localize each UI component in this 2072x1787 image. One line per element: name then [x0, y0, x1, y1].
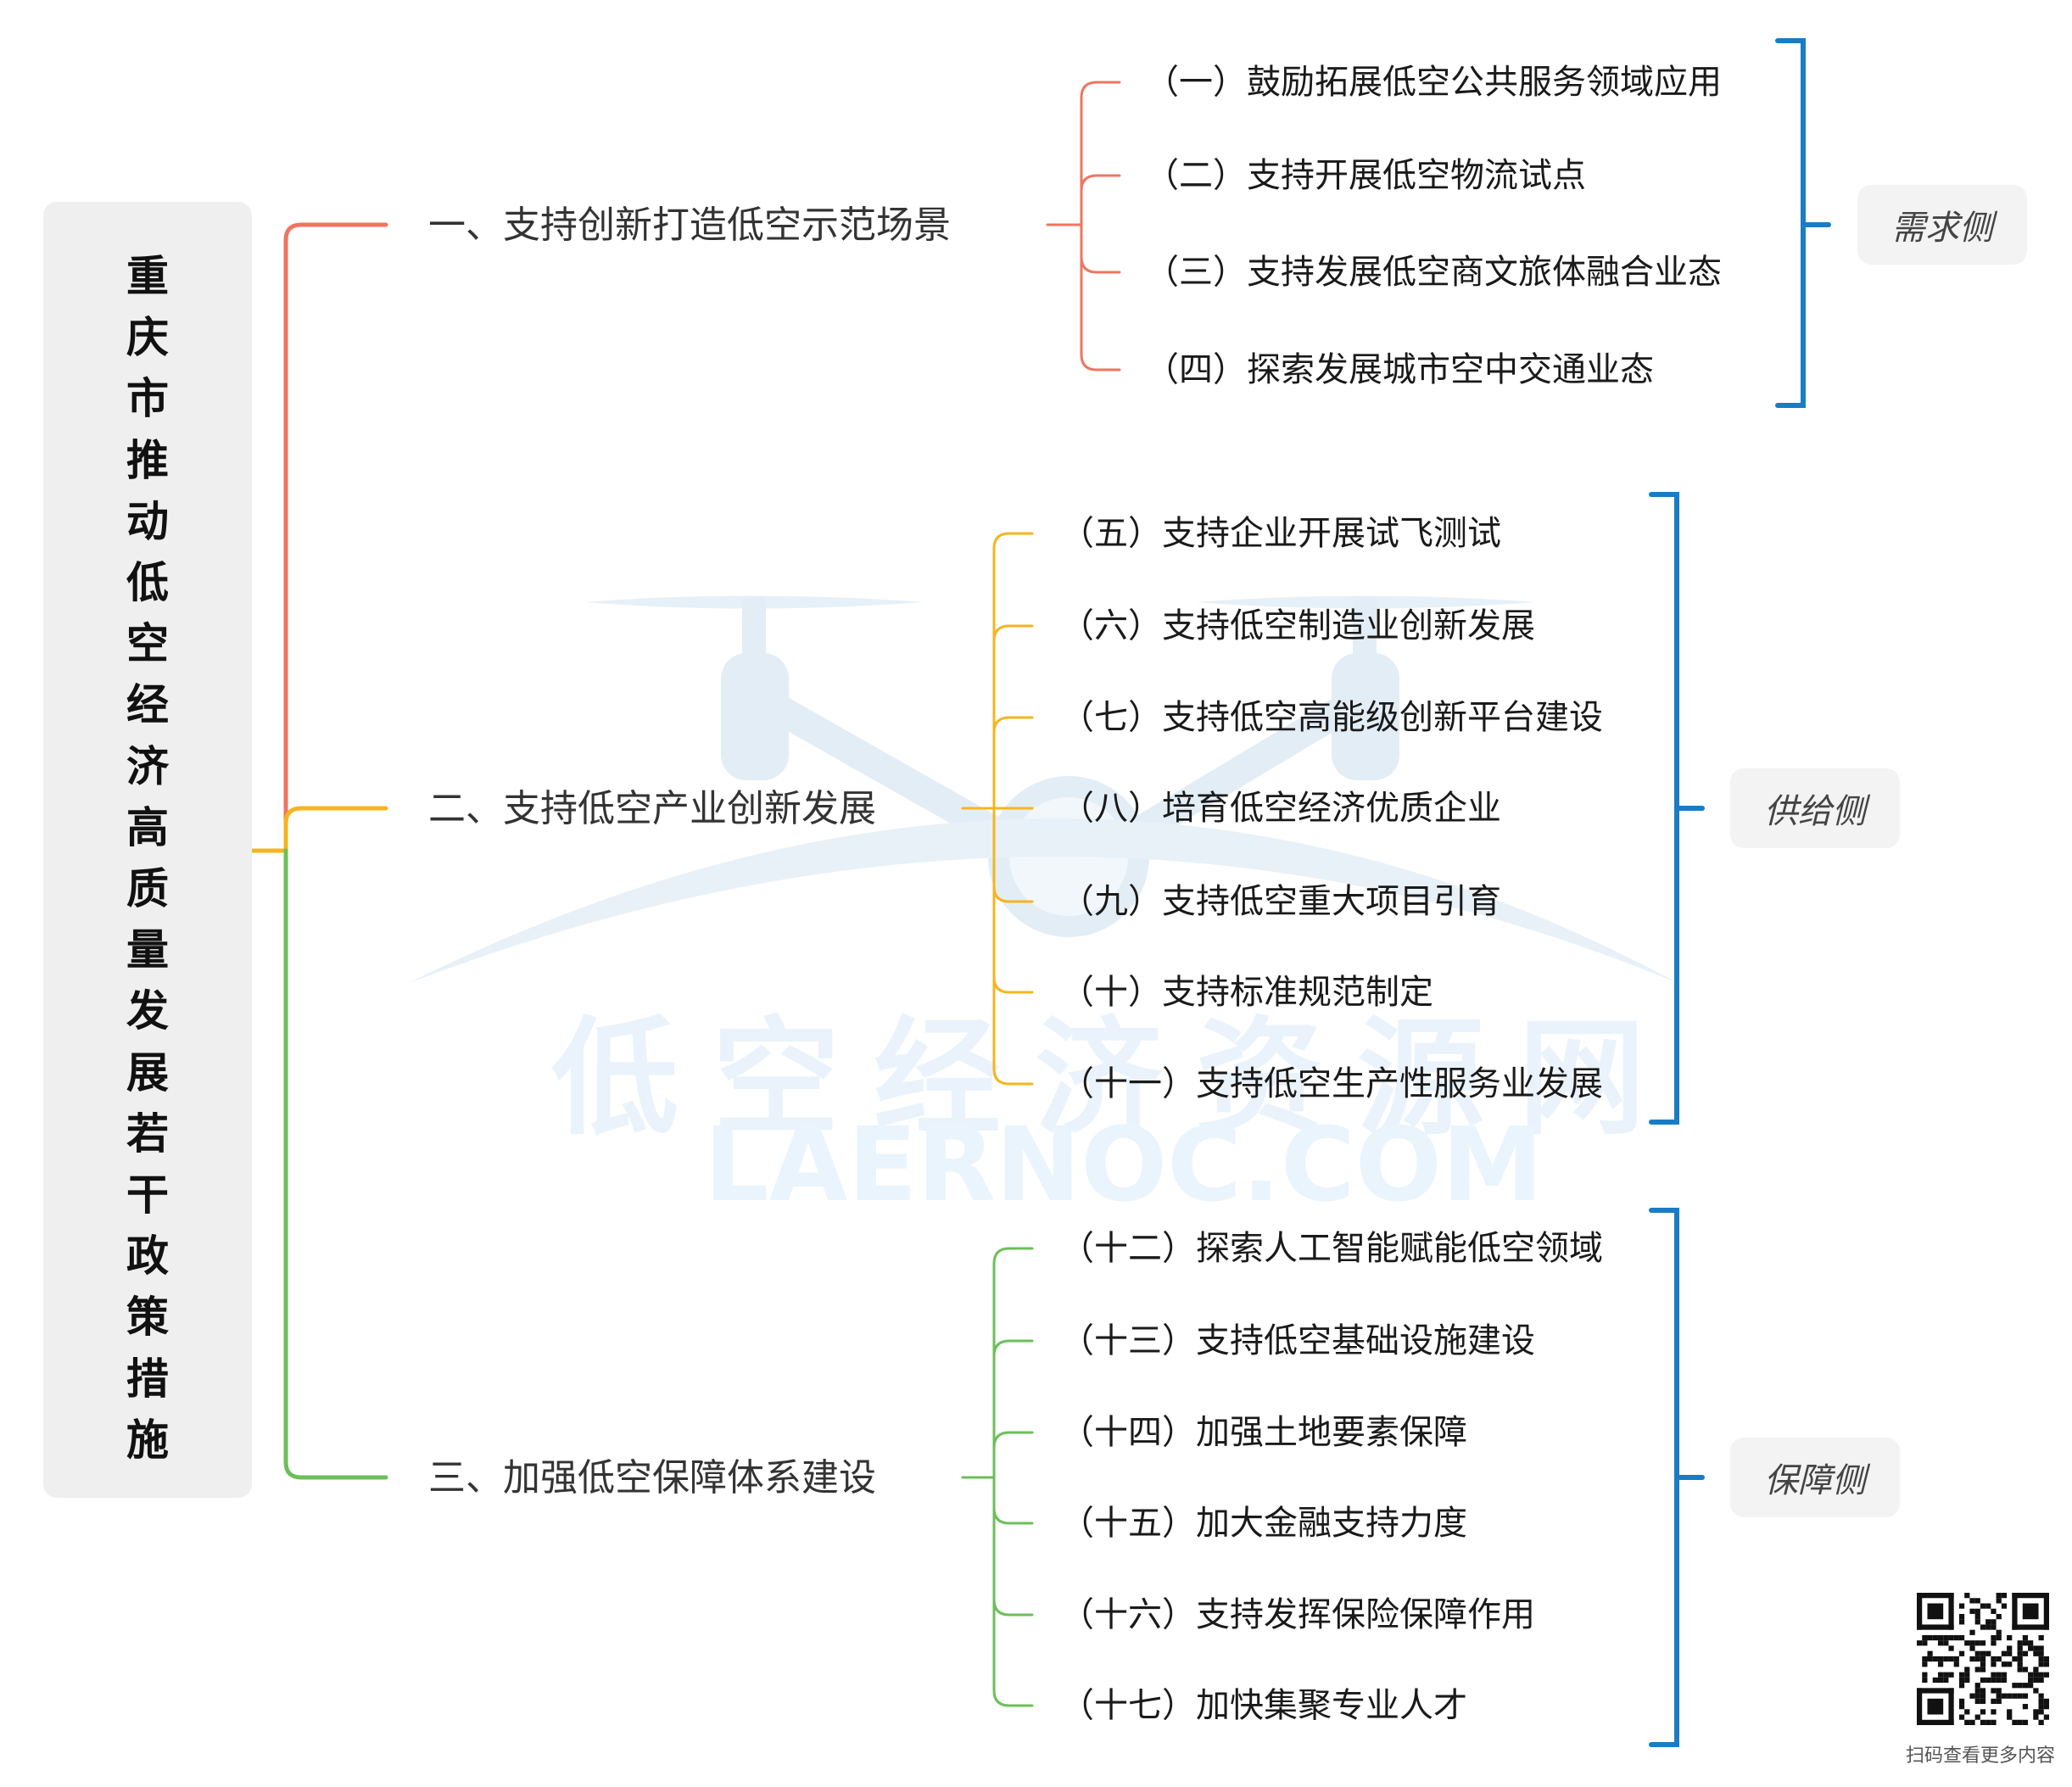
policy-item[interactable]: （十六）支持发挥保险保障作用	[1060, 1595, 1535, 1634]
item-connector	[992, 1476, 1034, 1707]
qr-code-icon[interactable]	[1917, 1593, 2049, 1725]
item-connector	[992, 1339, 1034, 1479]
policy-item[interactable]: （九）支持低空重大项目引育	[1060, 882, 1501, 921]
item-connector	[992, 1247, 1034, 1479]
tag-guarantee-side: 保障侧	[1730, 1438, 1900, 1517]
branch-label-2[interactable]: 二、支持低空产业创新发展	[428, 787, 876, 830]
root-title-char: 发	[126, 986, 169, 1036]
qr-caption: 扫码查看更多内容	[1905, 1745, 2055, 1767]
root-title-char: 空	[126, 619, 169, 669]
root-title-char: 施	[126, 1415, 169, 1465]
side-bracket-1	[1775, 38, 1806, 408]
root-title-char: 量	[126, 925, 169, 975]
item-connector	[992, 1476, 1034, 1617]
root-title-char: 措	[126, 1354, 169, 1404]
root-title-char: 经	[126, 680, 169, 730]
root-title-char: 干	[126, 1170, 169, 1220]
root-title-char: 政	[126, 1231, 169, 1282]
item-connector	[992, 1431, 1034, 1479]
root-title-char: 质	[126, 864, 169, 914]
root-title-char: 重	[126, 252, 169, 301]
root-title-char: 展	[126, 1047, 169, 1097]
side-bracket-2	[1649, 492, 1679, 1125]
root-title-char: 策	[126, 1293, 169, 1343]
root-title-char: 庆	[126, 313, 169, 363]
watermark-text: 低空经济资源网	[551, 1005, 1680, 1153]
root-title-char: 济	[126, 741, 169, 791]
policy-item[interactable]: （十四）加强土地要素保障	[1060, 1413, 1467, 1452]
item-connector	[992, 532, 1034, 810]
root-title-char: 低	[126, 558, 169, 608]
root-title-char: 高	[126, 802, 169, 852]
item-connector	[992, 624, 1034, 810]
policy-item[interactable]: （一）鼓励拓展低空公共服务领域应用	[1145, 63, 1722, 102]
policy-item[interactable]: （十七）加快集聚专业人才	[1060, 1686, 1467, 1725]
policy-item[interactable]: （六）支持低空制造业创新发展	[1060, 606, 1535, 645]
policy-item[interactable]: （十三）支持低空基础设施建设	[1060, 1321, 1535, 1360]
tag-demand-side: 需求侧	[1857, 185, 2027, 265]
policy-item[interactable]: （十）支持标准规范制定	[1060, 973, 1433, 1012]
item-connector	[1080, 174, 1121, 226]
policy-item[interactable]: （七）支持低空高能级创新平台建设	[1060, 698, 1603, 737]
branch-line-3	[283, 848, 388, 1480]
policy-item[interactable]: （十五）加大金融支持力度	[1060, 1504, 1467, 1543]
policy-item[interactable]: （三）支持发展低空商文旅体融合业态	[1145, 253, 1722, 292]
watermark-url: LAERNOC.COM	[704, 1107, 1544, 1225]
root-title: 重庆市推动低空经济高质量发展若干政策措施	[43, 246, 252, 1471]
root-title-char: 若	[126, 1108, 169, 1159]
branch-label-1[interactable]: 一、支持创新打造低空示范场景	[428, 204, 951, 247]
item-connector	[992, 1476, 1034, 1525]
item-connector	[1080, 81, 1121, 226]
policy-item[interactable]: （四）探索发展城市空中交通业态	[1145, 350, 1654, 389]
root-title-char: 动	[126, 496, 169, 546]
item-connector	[992, 807, 1034, 903]
root-node[interactable]: 重庆市推动低空经济高质量发展若干政策措施	[43, 202, 252, 1498]
root-title-char: 市	[126, 374, 169, 424]
tag-supply-side: 供给侧	[1730, 768, 1900, 848]
item-connector	[992, 716, 1034, 810]
policy-item[interactable]: （五）支持企业开展试飞测试	[1060, 514, 1501, 553]
item-connector	[1080, 223, 1121, 371]
policy-item[interactable]: （十二）探索人工智能赋能低空领域	[1060, 1229, 1603, 1268]
side-bracket-3	[1649, 1208, 1679, 1747]
item-connector	[1080, 223, 1121, 274]
drone-icon	[407, 595, 1679, 984]
branch-label-3[interactable]: 三、加强低空保障体系建设	[428, 1456, 876, 1499]
policy-item[interactable]: （二）支持开展低空物流试点	[1145, 156, 1586, 195]
policy-item[interactable]: （十一）支持低空生产性服务业发展	[1060, 1064, 1603, 1103]
policy-item[interactable]: （八）培育低空经济优质企业	[1060, 789, 1501, 828]
branch-line-1	[283, 222, 388, 853]
item-connector	[992, 807, 1034, 1086]
branch-line-2	[283, 806, 388, 853]
root-title-char: 推	[126, 435, 169, 485]
